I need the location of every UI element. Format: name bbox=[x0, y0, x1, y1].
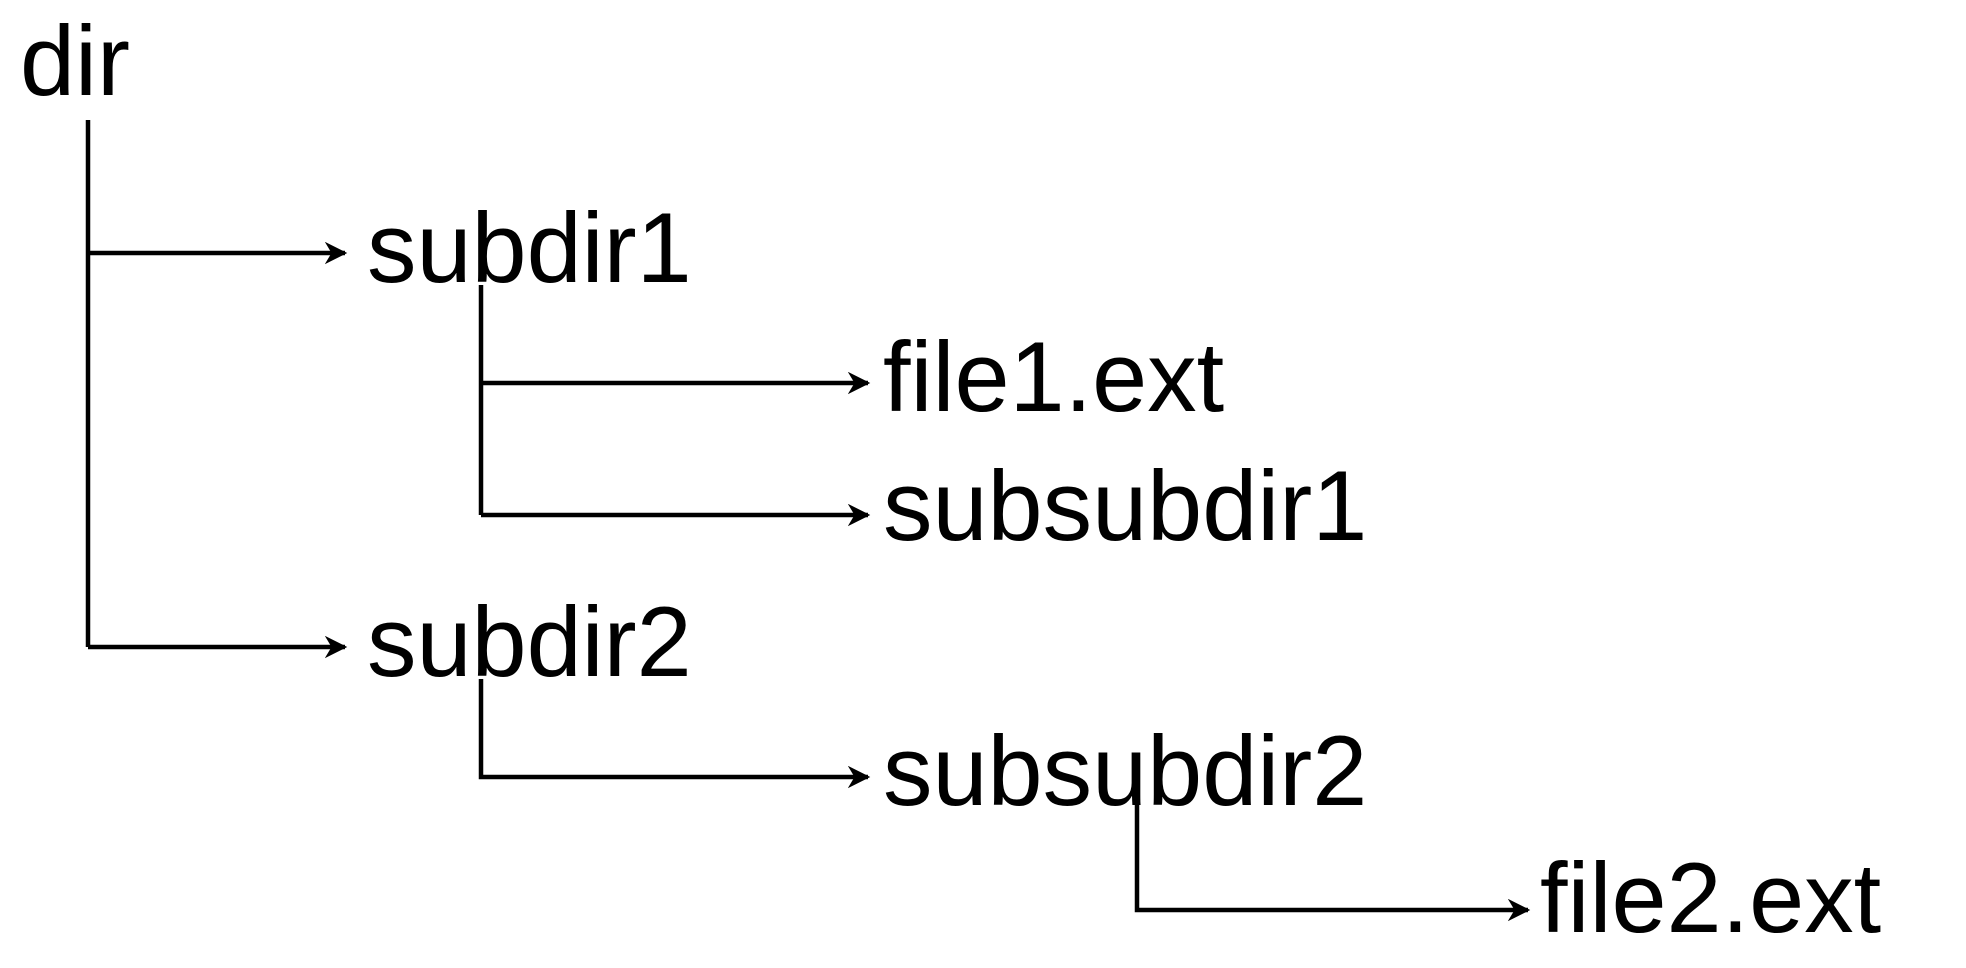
node-file1: file1.ext bbox=[883, 321, 1224, 432]
node-file2: file2.ext bbox=[1540, 842, 1881, 953]
tree-nodes: dir subdir1 file1.ext subsubdir1 subdir2… bbox=[20, 5, 1881, 953]
tree-edges bbox=[85, 120, 1531, 922]
node-subsubdir1: subsubdir1 bbox=[883, 450, 1367, 561]
node-dir: dir bbox=[20, 5, 130, 116]
node-subsubdir2: subsubdir2 bbox=[883, 715, 1367, 826]
edge-subsubdir2-to-file2 bbox=[1134, 793, 1531, 922]
node-subdir2: subdir2 bbox=[367, 586, 692, 697]
edge-subdir2-to-subsubdir2 bbox=[478, 679, 871, 789]
node-subdir1: subdir1 bbox=[367, 192, 692, 303]
